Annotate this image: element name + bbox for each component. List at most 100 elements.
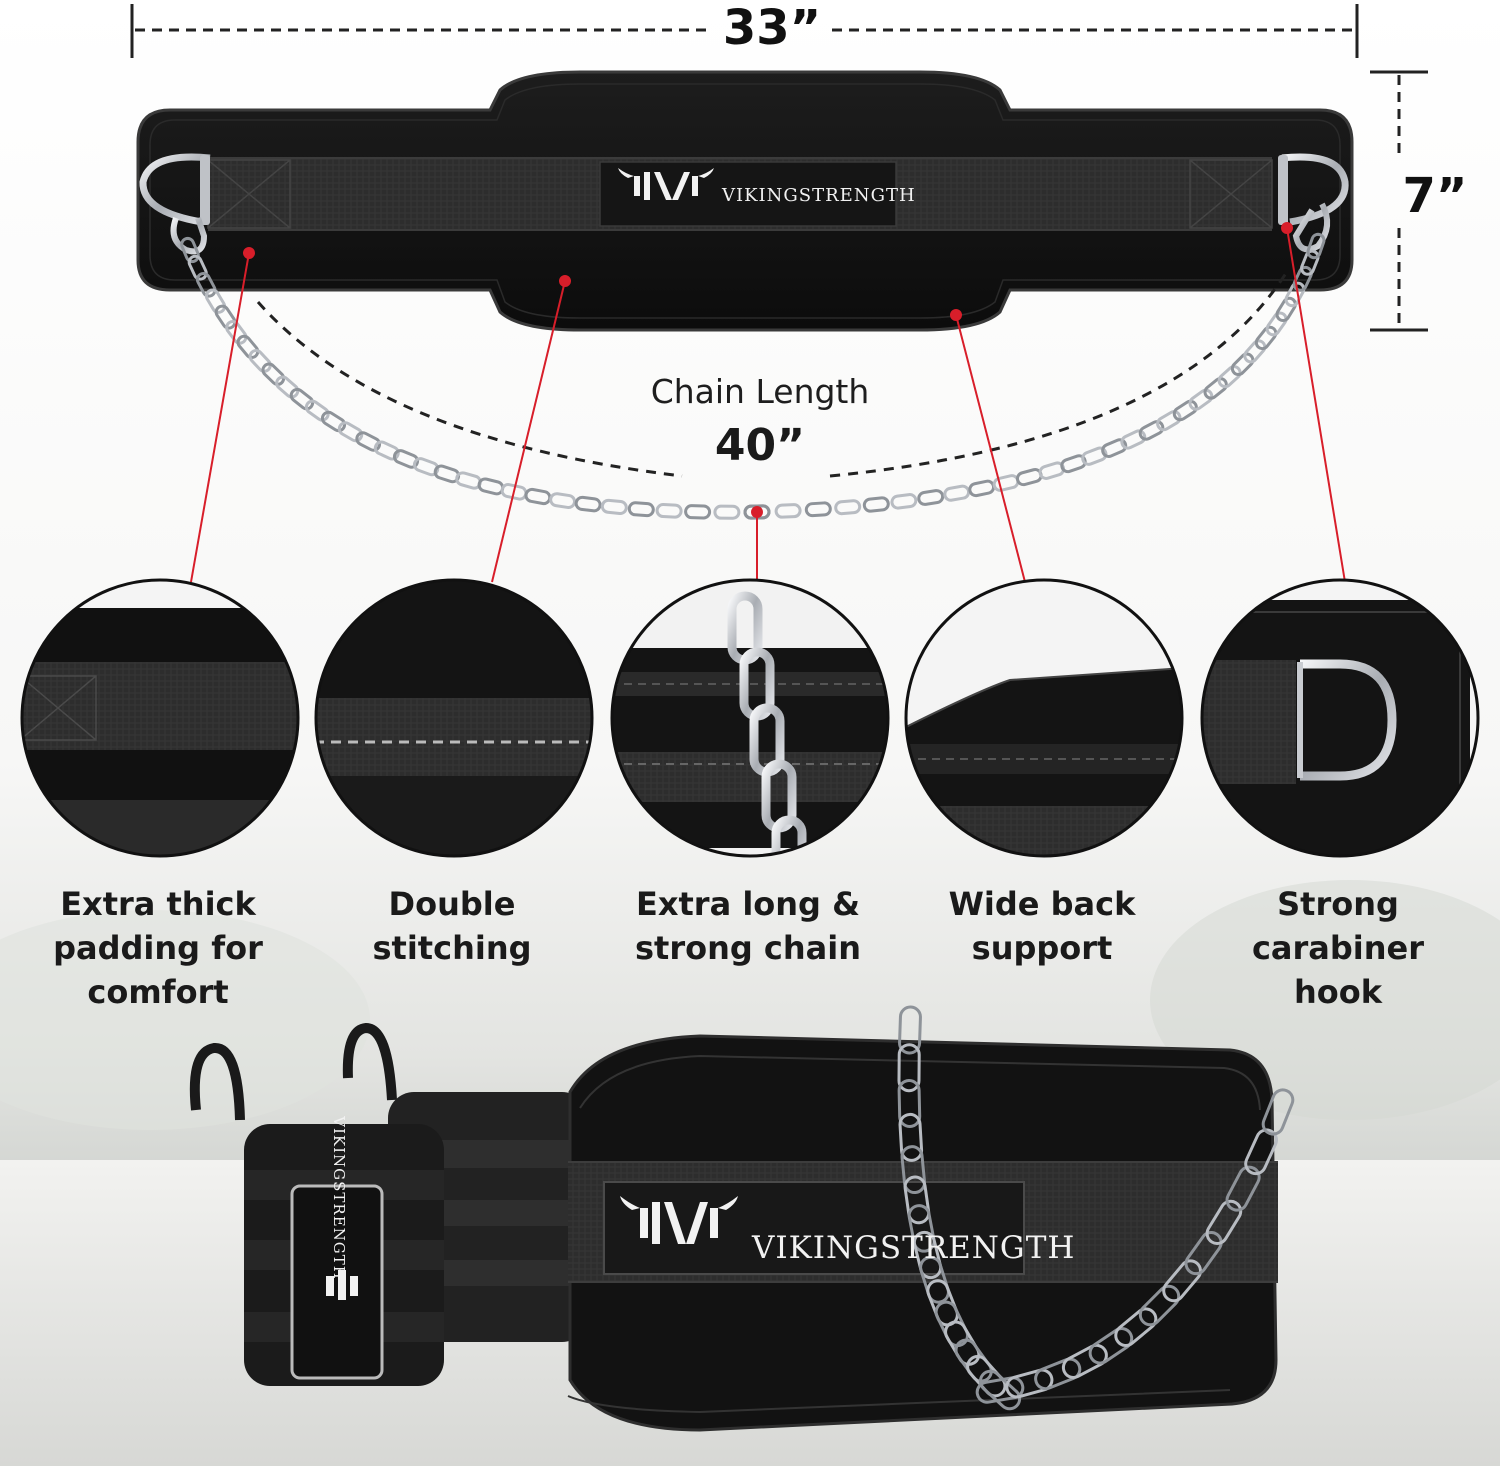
chain-link bbox=[1088, 1327, 1134, 1365]
chain-link bbox=[1244, 1128, 1278, 1176]
chain-link bbox=[1060, 454, 1087, 474]
feature-line: stitching bbox=[372, 929, 532, 967]
detail-circle-outline bbox=[904, 578, 1184, 858]
detail-chain bbox=[612, 580, 888, 856]
chain-link bbox=[1230, 352, 1255, 377]
chain-link bbox=[1205, 1199, 1243, 1245]
feature-line: carabiner bbox=[1251, 929, 1425, 967]
chain-link bbox=[1275, 296, 1297, 322]
chain-link bbox=[1243, 339, 1267, 364]
detail-back-support bbox=[906, 580, 1182, 856]
chain-link bbox=[713, 504, 741, 520]
chain-link bbox=[898, 1005, 922, 1055]
chain-link bbox=[934, 1300, 969, 1348]
detail-carabiner bbox=[1202, 580, 1478, 856]
chain-link bbox=[1114, 1307, 1158, 1347]
chain-link bbox=[912, 1230, 943, 1280]
chain-link bbox=[1138, 420, 1165, 441]
feature-line: Extra long & bbox=[636, 885, 860, 923]
chain-link bbox=[187, 254, 208, 281]
chain-link bbox=[907, 1204, 936, 1253]
feature-line: Extra thick bbox=[60, 885, 256, 923]
detail-circle-outline bbox=[314, 578, 594, 858]
chain-link bbox=[627, 501, 655, 518]
chain-link bbox=[373, 440, 400, 461]
chain-link bbox=[966, 1355, 1007, 1398]
chain-link bbox=[684, 504, 712, 520]
detail-padding bbox=[22, 580, 298, 856]
chain-link bbox=[355, 431, 382, 452]
width-label: 33” bbox=[722, 0, 822, 56]
belt-chain bbox=[897, 1005, 1295, 1411]
chain-link bbox=[898, 1112, 924, 1162]
chain-link bbox=[1254, 325, 1278, 351]
detail-circle-outline bbox=[610, 578, 890, 858]
feature-line: padding for bbox=[53, 929, 263, 967]
detail-circle-outline bbox=[20, 578, 300, 858]
chain-length-arc-right bbox=[829, 269, 1290, 478]
background-blur bbox=[0, 910, 370, 1130]
brand-name-top: VIKINGSTRENGTH bbox=[722, 185, 916, 206]
chain-link bbox=[862, 496, 890, 513]
chain-link bbox=[248, 349, 272, 373]
wrist-wraps bbox=[189, 1022, 590, 1386]
chain-link bbox=[897, 1043, 921, 1093]
carabiner-right bbox=[1292, 202, 1331, 253]
feature-carabiner: Strong carabiner hook bbox=[1198, 882, 1478, 1014]
viking-logo-icon bbox=[620, 1196, 738, 1244]
chain-link bbox=[1120, 429, 1147, 450]
feature-chain: Extra long & strong chain bbox=[608, 882, 888, 970]
callout-lines bbox=[190, 222, 1346, 583]
chain-link bbox=[1005, 1368, 1054, 1399]
chain-link bbox=[1034, 1357, 1082, 1391]
chain-link bbox=[1184, 1231, 1223, 1276]
chain-link bbox=[1061, 1343, 1108, 1379]
wrap-brand-patch bbox=[290, 1184, 384, 1380]
chain-link bbox=[275, 375, 300, 399]
chain-link bbox=[1203, 377, 1228, 400]
chain-link bbox=[236, 334, 260, 360]
chain-link bbox=[1156, 410, 1182, 432]
brand-name-wrap: VIKINGSTRENGTH bbox=[330, 1116, 348, 1280]
chain-length-arc-left bbox=[256, 301, 683, 478]
chain-link bbox=[214, 304, 237, 330]
chain-link bbox=[834, 499, 862, 516]
height-dimension bbox=[1370, 70, 1428, 332]
feature-padding: Extra thick padding for comfort bbox=[18, 882, 298, 1014]
chain-link bbox=[1265, 311, 1288, 337]
chain-link bbox=[774, 503, 802, 519]
feature-line: Wide back bbox=[948, 885, 1136, 923]
chain-link bbox=[1300, 249, 1320, 276]
feature-line: strong chain bbox=[634, 929, 862, 967]
dip-belt-top-view bbox=[136, 70, 1354, 332]
chain-link bbox=[1284, 281, 1306, 308]
chain-link bbox=[1306, 232, 1326, 260]
chain bbox=[180, 232, 1326, 520]
width-dimension bbox=[130, 4, 1359, 58]
chain-length-title: Chain Length bbox=[650, 372, 870, 411]
chain-link bbox=[412, 457, 440, 477]
chain-link bbox=[337, 421, 364, 443]
chain-link bbox=[574, 495, 602, 513]
chain-link bbox=[600, 498, 628, 515]
chain-link bbox=[1138, 1284, 1181, 1327]
d-ring-left bbox=[139, 153, 211, 226]
chain-link bbox=[1162, 1259, 1202, 1303]
chain-link bbox=[1188, 388, 1214, 411]
chain-link bbox=[180, 236, 200, 264]
height-label: 7” bbox=[1402, 168, 1468, 224]
feature-line: Double bbox=[388, 885, 516, 923]
feature-line: support bbox=[971, 929, 1113, 967]
chain-link bbox=[1101, 438, 1128, 458]
chain-link bbox=[1081, 446, 1108, 466]
brand-name-belt: VIKINGSTRENGTH bbox=[752, 1230, 1076, 1266]
carabiner-left bbox=[170, 216, 208, 255]
viking-logo-icon bbox=[326, 1270, 358, 1300]
chain-link bbox=[304, 399, 330, 422]
chain-link bbox=[897, 1079, 922, 1128]
chain-link bbox=[225, 320, 248, 345]
feature-line: hook bbox=[1293, 973, 1383, 1011]
chain-link bbox=[392, 449, 420, 469]
chain-link bbox=[289, 387, 315, 411]
